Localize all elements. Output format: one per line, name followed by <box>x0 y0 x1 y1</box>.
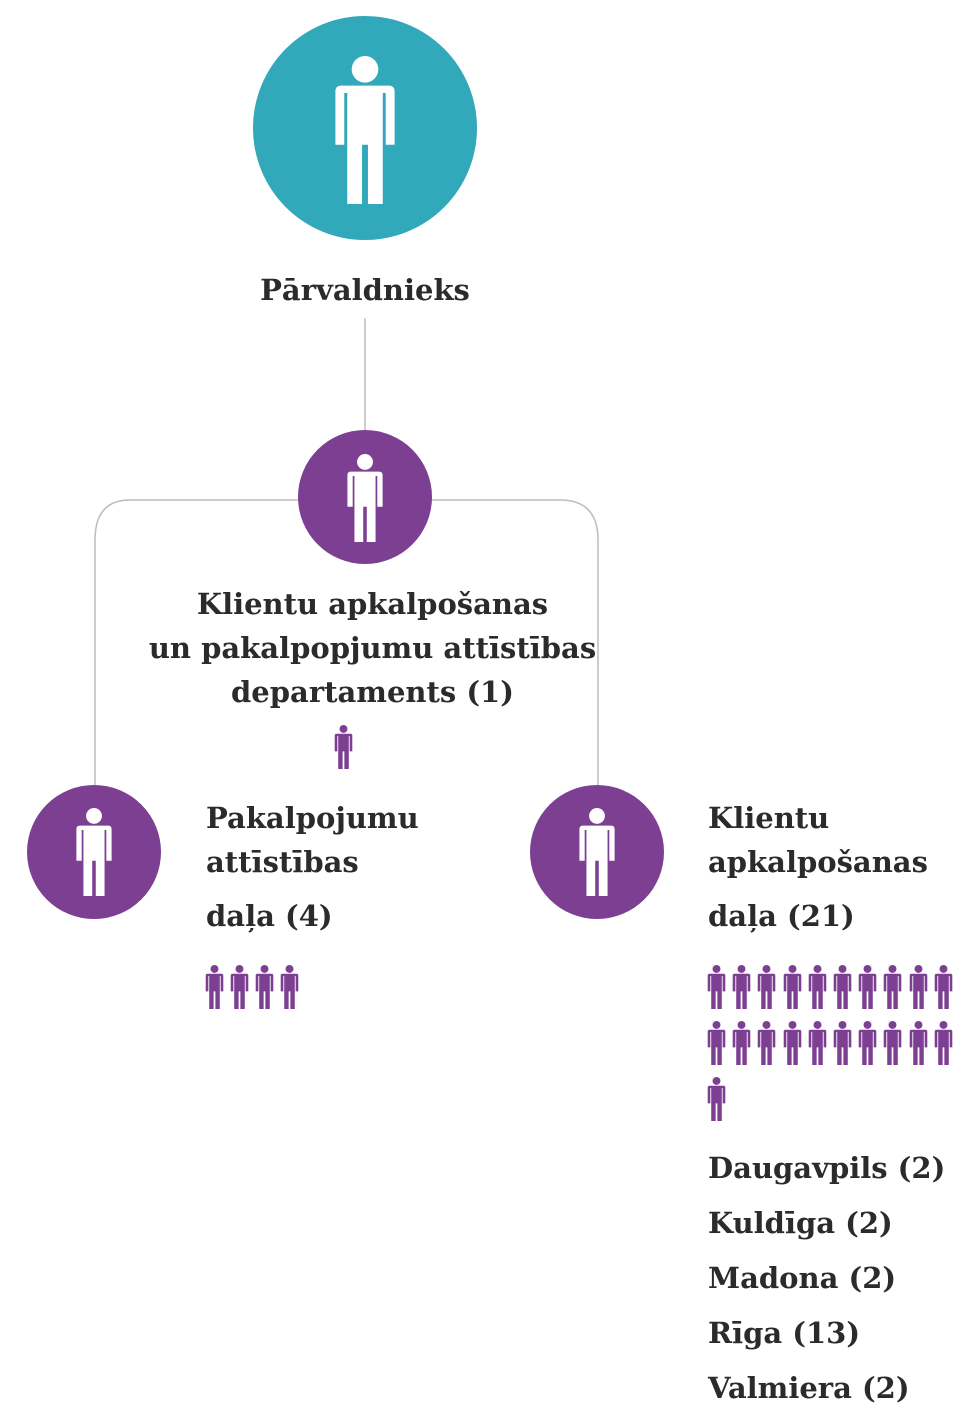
person-icon <box>280 965 299 1009</box>
person-icon <box>934 1021 953 1065</box>
person-icon <box>707 1021 726 1065</box>
location-item: Madona (2) <box>708 1261 897 1295</box>
person-icon <box>884 965 902 1009</box>
person-icon <box>909 1021 927 1065</box>
customer-service-label-line: Klientu <box>708 801 830 835</box>
customer-service-label: Klientu apkalpošanas daļa (21) <box>708 796 928 938</box>
customer-service-circle <box>530 785 664 919</box>
person-icon <box>783 1021 801 1065</box>
person-icon <box>347 454 383 542</box>
person-icon <box>783 965 801 1009</box>
department-label-line: departaments (1) <box>231 675 514 709</box>
customer-service-label-line: daļa (21) <box>708 899 855 933</box>
location-item: Rīga (13) <box>708 1316 861 1350</box>
department-label-line: un pakalpopjumu attīstības <box>148 631 597 665</box>
person-icon <box>707 1077 726 1121</box>
person-icon <box>335 56 395 204</box>
person-icon <box>934 965 953 1009</box>
person-icon <box>758 965 776 1009</box>
person-icon <box>205 965 224 1009</box>
service-dev-label: Pakalpojumu attīstības daļa (4) <box>206 796 419 938</box>
person-icon <box>808 1021 827 1065</box>
manager-circle <box>253 16 477 240</box>
location-item: Valmiera (2) <box>708 1371 910 1405</box>
person-icon <box>732 1021 751 1065</box>
location-item: Daugavpils (2) <box>708 1151 946 1185</box>
person-icon <box>833 965 852 1009</box>
person-icon <box>758 1021 776 1065</box>
service-dev-label-line: daļa (4) <box>206 899 333 933</box>
service-dev-circle <box>27 785 161 919</box>
person-icon <box>255 965 274 1009</box>
service-dev-staff-icons <box>205 965 299 1009</box>
person-icon <box>334 725 353 769</box>
department-staff-icons <box>334 725 353 769</box>
department-circle <box>298 430 432 564</box>
person-icon <box>909 965 927 1009</box>
person-icon <box>858 965 877 1009</box>
person-icon <box>833 1021 852 1065</box>
location-item: Kuldīga (2) <box>708 1206 893 1240</box>
person-icon <box>858 1021 877 1065</box>
person-icon <box>76 808 112 896</box>
department-label-line: Klientu apkalpošanas <box>196 587 549 621</box>
department-label: Klientu apkalpošanas un pakalpopjumu att… <box>80 582 665 714</box>
customer-service-label-line: apkalpošanas <box>708 845 928 879</box>
service-dev-label-line: attīstības <box>206 845 359 879</box>
person-icon <box>230 965 249 1009</box>
person-icon <box>707 965 726 1009</box>
person-icon <box>732 965 751 1009</box>
manager-label: Pārvaldnieks <box>260 273 470 307</box>
person-icon <box>808 965 827 1009</box>
person-icon <box>884 1021 902 1065</box>
service-dev-label-line: Pakalpojumu <box>206 801 419 835</box>
person-icon <box>579 808 615 896</box>
